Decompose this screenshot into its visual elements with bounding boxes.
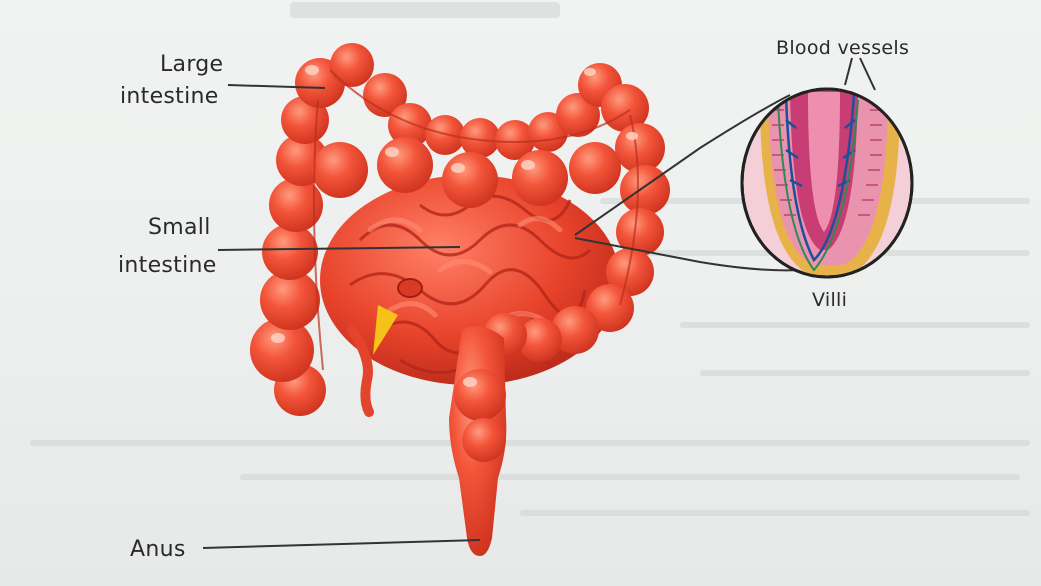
blood-vessels-label: Blood vessels: [776, 35, 909, 61]
villi-label: Villi: [812, 287, 847, 313]
large-intestine-label-line2: intestine: [120, 84, 219, 110]
small-intestine-label-line1: Small: [148, 215, 211, 241]
anus-label: Anus: [130, 537, 186, 563]
villus-magnified: [742, 89, 912, 298]
small-intestine-label-line2: intestine: [118, 253, 217, 279]
large-intestine-label-line1: Large: [160, 52, 223, 78]
